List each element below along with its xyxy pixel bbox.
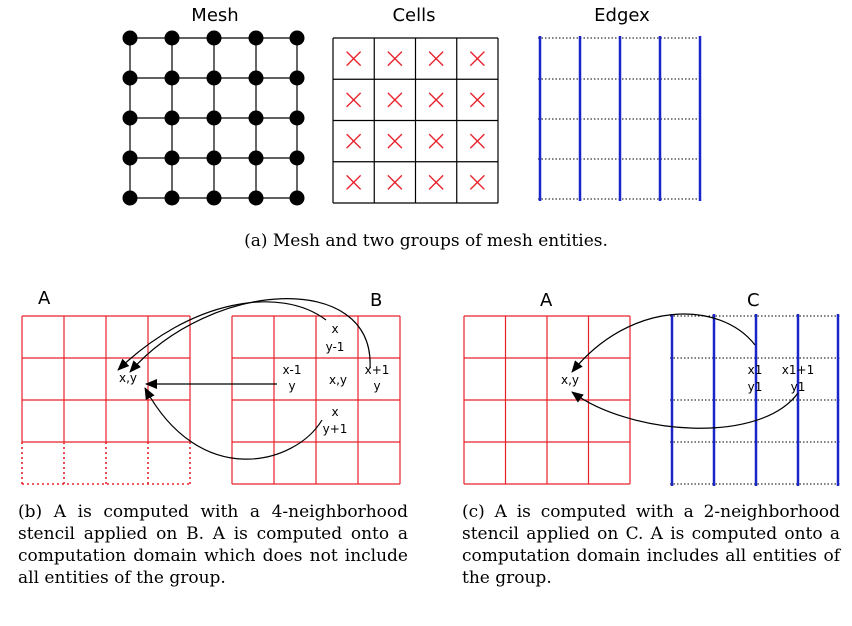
label-b: B bbox=[370, 290, 382, 311]
panel-b: A B x,y x,y x y-1 x-1 y x+1 y x y+1 bbox=[21, 288, 401, 485]
target-cell-c: x,y bbox=[561, 373, 579, 387]
caption-c: (c) A is computed with a 2-neighborhood … bbox=[462, 502, 840, 588]
top-neighbor-y: y-1 bbox=[326, 340, 345, 354]
target-cell-b: x,y bbox=[119, 371, 137, 385]
cells-title: Cells bbox=[392, 5, 435, 26]
cell-cross bbox=[346, 92, 362, 108]
mesh-node bbox=[248, 110, 264, 126]
mesh-node bbox=[206, 110, 222, 126]
mesh-node bbox=[248, 150, 264, 166]
edgex-panel: Edgex bbox=[538, 5, 702, 201]
mesh-node bbox=[289, 30, 305, 46]
mesh-node bbox=[122, 70, 138, 86]
cell-cross bbox=[346, 174, 362, 190]
bottom-neighbor-y: y+1 bbox=[323, 422, 348, 436]
cells-crosses bbox=[346, 51, 485, 190]
arrow-left-edge bbox=[571, 313, 756, 373]
cell-cross bbox=[387, 51, 403, 67]
mesh-node bbox=[289, 110, 305, 126]
arrow-right-neighbor bbox=[129, 298, 371, 373]
cells-panel: Cells bbox=[332, 5, 499, 204]
mesh-node bbox=[122, 150, 138, 166]
label-a-c: A bbox=[540, 290, 553, 311]
mesh-title: Mesh bbox=[191, 5, 238, 26]
center-cell-b: x,y bbox=[329, 373, 347, 387]
arrow-right-edge bbox=[571, 391, 799, 429]
mesh-node bbox=[248, 70, 264, 86]
mesh-node bbox=[248, 30, 264, 46]
caption-b: (b) A is computed with a 4-neighborhood … bbox=[18, 502, 408, 588]
grid-b bbox=[231, 315, 401, 485]
grid-c-edges bbox=[670, 314, 840, 486]
mesh-node bbox=[122, 190, 138, 206]
caption-a: (a) Mesh and two groups of mesh entities… bbox=[244, 231, 608, 251]
mesh-panel: Mesh bbox=[122, 5, 305, 206]
mesh-node bbox=[206, 190, 222, 206]
panel-c: A C x,y x1 y1 x1+1 y1 bbox=[463, 290, 840, 486]
arrow-top-neighbor bbox=[117, 301, 327, 371]
grid-a-b bbox=[21, 315, 191, 443]
cell-cross bbox=[387, 133, 403, 149]
cell-cross bbox=[469, 174, 485, 190]
arrow-bottom-neighbor bbox=[144, 387, 323, 460]
cell-cross bbox=[469, 51, 485, 67]
top-neighbor-x: x bbox=[331, 322, 338, 336]
left-neighbor-y: y bbox=[288, 379, 295, 393]
cell-cross bbox=[346, 51, 362, 67]
cell-cross bbox=[428, 133, 444, 149]
right-neighbor-y: y bbox=[373, 379, 380, 393]
cell-cross bbox=[428, 51, 444, 67]
mesh-node bbox=[164, 150, 180, 166]
mesh-node bbox=[206, 30, 222, 46]
cell-cross bbox=[469, 133, 485, 149]
edgex-edges bbox=[538, 36, 702, 201]
grid-a-c bbox=[463, 315, 631, 485]
bottom-neighbor-x: x bbox=[331, 405, 338, 419]
cells-grid bbox=[332, 37, 499, 204]
edgex-title: Edgex bbox=[594, 5, 650, 26]
cell-cross bbox=[346, 133, 362, 149]
mesh-node bbox=[289, 190, 305, 206]
cell-cross bbox=[428, 92, 444, 108]
cell-cross bbox=[469, 92, 485, 108]
left-edge-y: y1 bbox=[748, 380, 763, 394]
grid-a-excluded-row bbox=[21, 442, 191, 485]
left-neighbor-x: x-1 bbox=[282, 363, 301, 377]
left-edge-x: x1 bbox=[748, 363, 763, 377]
mesh-node bbox=[289, 150, 305, 166]
mesh-node bbox=[122, 30, 138, 46]
mesh-node bbox=[164, 70, 180, 86]
label-c: C bbox=[747, 290, 760, 311]
cell-cross bbox=[387, 92, 403, 108]
mesh-node bbox=[248, 190, 264, 206]
mesh-node bbox=[164, 190, 180, 206]
mesh-nodes bbox=[122, 30, 305, 206]
mesh-node bbox=[206, 150, 222, 166]
right-edge-y: y1 bbox=[791, 380, 806, 394]
mesh-node bbox=[164, 30, 180, 46]
mesh-node bbox=[289, 70, 305, 86]
cell-cross bbox=[387, 174, 403, 190]
mesh-node bbox=[164, 110, 180, 126]
cell-cross bbox=[428, 174, 444, 190]
right-edge-x: x1+1 bbox=[782, 363, 814, 377]
right-neighbor-x: x+1 bbox=[365, 363, 390, 377]
mesh-node bbox=[206, 70, 222, 86]
mesh-node bbox=[122, 110, 138, 126]
label-a-b: A bbox=[38, 288, 51, 309]
